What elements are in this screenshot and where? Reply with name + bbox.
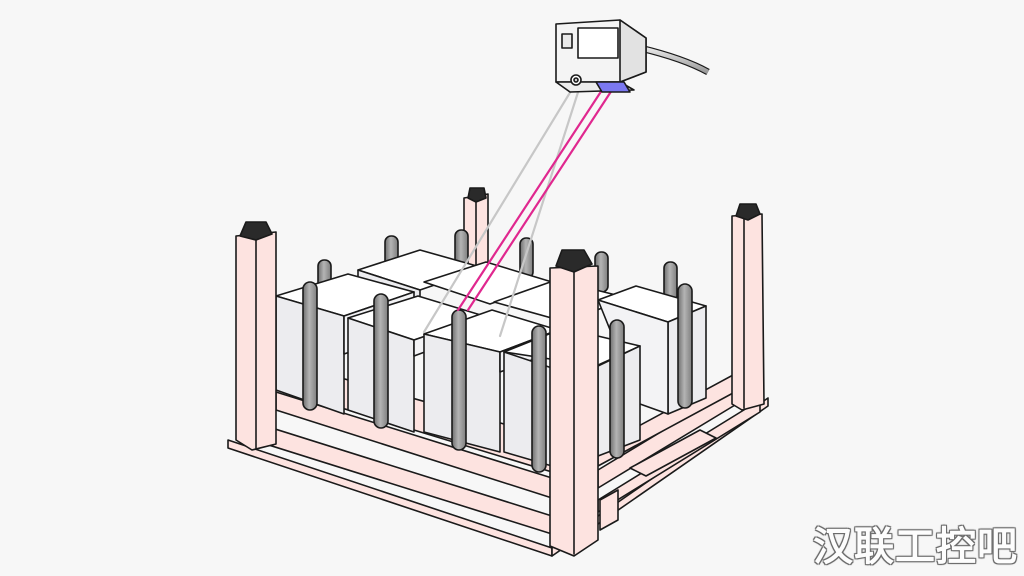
- sensor-beams: [422, 84, 614, 338]
- right-inner-slot-2: [599, 489, 619, 531]
- laser-displacement-sensor-icon: [555, 19, 710, 93]
- rod: [519, 237, 534, 279]
- post-right-body: [731, 213, 765, 411]
- corner-post-front: [549, 249, 599, 557]
- laser-beam-2: [466, 88, 614, 312]
- rods-front: [302, 281, 693, 473]
- sensor-indicator: [561, 33, 573, 49]
- rod: [677, 283, 693, 409]
- sensor-cable-core: [639, 45, 710, 74]
- watermark: 汉联工控吧: [813, 524, 1018, 570]
- right-inner-slot: [629, 429, 717, 477]
- rod: [609, 319, 625, 459]
- rod: [373, 293, 389, 429]
- post-front-cap: [555, 249, 593, 273]
- corner-post-left: [235, 221, 277, 451]
- post-rear-cap: [467, 187, 487, 203]
- rod: [302, 281, 318, 411]
- post-right-cap: [735, 203, 761, 221]
- laser-beam-1: [456, 88, 604, 312]
- camera-beam-right: [498, 84, 582, 338]
- camera-lens-inner: [573, 77, 579, 83]
- laser-window: [595, 81, 631, 93]
- corner-post-right: [731, 203, 765, 411]
- rod: [531, 325, 547, 473]
- sensor-label-panel: [577, 27, 619, 59]
- post-left-cap: [239, 221, 273, 241]
- camera-beam-left: [422, 84, 576, 334]
- sensor-body-side: [619, 19, 647, 83]
- rod: [451, 309, 467, 451]
